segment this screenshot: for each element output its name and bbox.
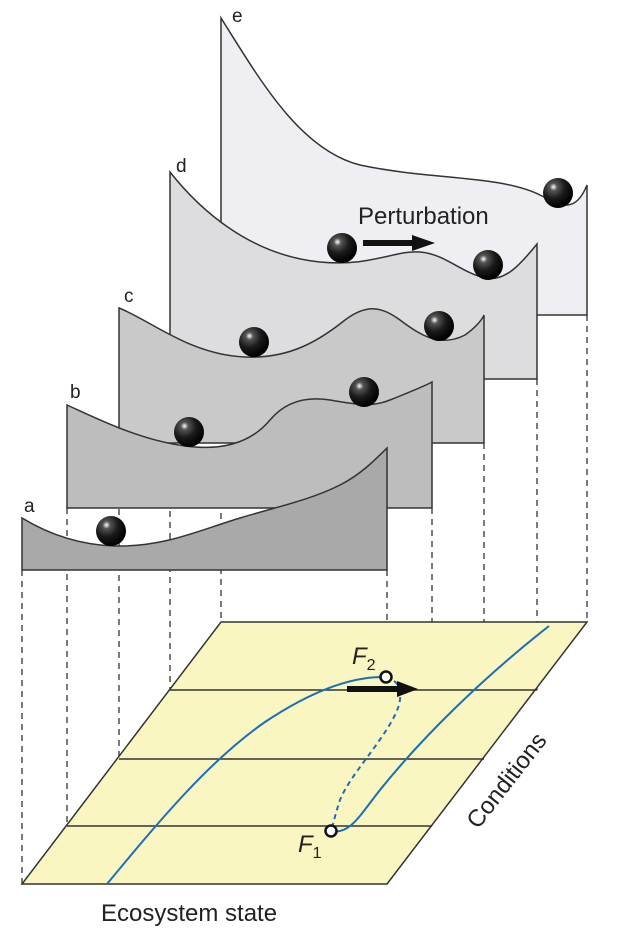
plane-arrow-head <box>397 681 418 697</box>
panel-label-e: e <box>232 6 243 27</box>
panel-label-b: b <box>70 382 81 403</box>
panel-b: b <box>66 377 433 509</box>
landscape-a <box>21 446 388 571</box>
ball-e <box>543 178 573 208</box>
fold-point-f1 <box>324 824 338 838</box>
f1-label: F1 <box>298 831 322 862</box>
x-axis-label: Ecosystem state <box>101 900 277 927</box>
state-conditions-plane: F2 F1 Ecosystem state Conditions <box>20 621 589 927</box>
panel-label-a: a <box>24 496 35 517</box>
ball-c-right <box>424 311 454 341</box>
ball-b-left <box>174 417 204 447</box>
ball-a <box>96 516 126 546</box>
equilibrium-curve-lower <box>106 675 387 885</box>
perturbation-label: Perturbation <box>358 203 489 230</box>
ball-d-right <box>473 250 503 280</box>
perturbation-arrow-head <box>412 235 435 251</box>
panel-label-c: c <box>124 286 134 307</box>
ball-d-left <box>327 233 357 263</box>
fold-point-f2 <box>379 670 393 684</box>
f2-label: F2 <box>352 643 376 674</box>
panel-a: a <box>21 446 388 571</box>
panel-label-d: d <box>176 156 187 177</box>
landscape-b <box>66 380 433 509</box>
panel-e: e <box>220 6 588 316</box>
equilibrium-curve-upper <box>330 625 550 833</box>
ball-b-right <box>349 377 379 407</box>
ball-c-left <box>239 327 269 357</box>
